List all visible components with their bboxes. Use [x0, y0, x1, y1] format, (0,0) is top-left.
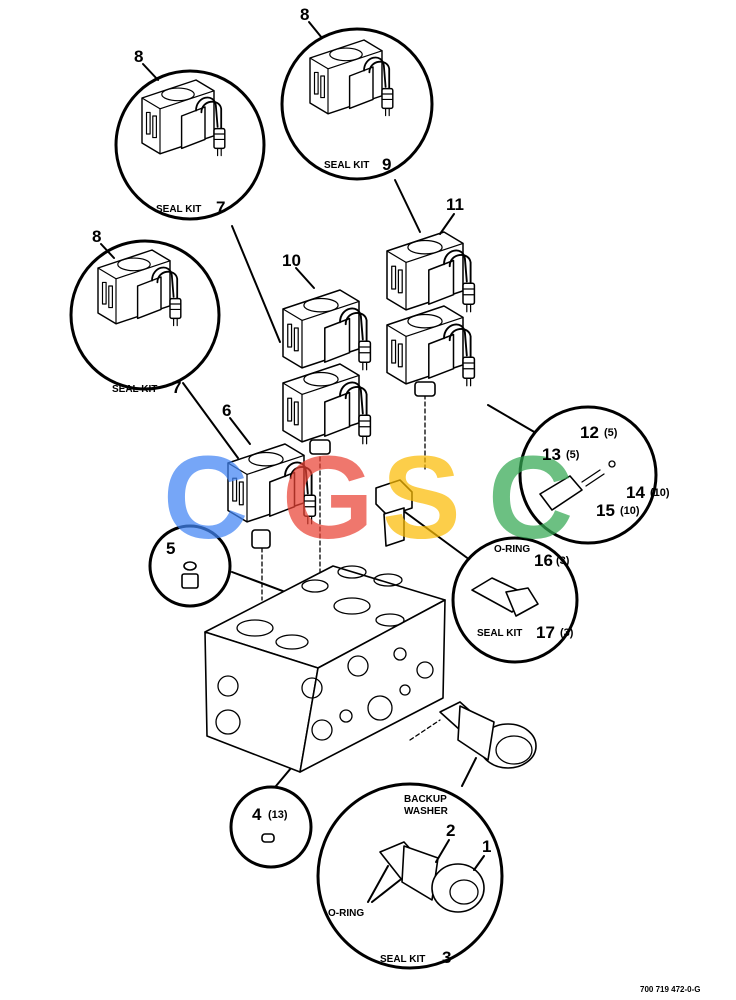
watermark-letter-2: G [282, 432, 374, 564]
callout-16-qty: (3) [556, 555, 570, 567]
callout-13-qty: (5) [566, 449, 580, 461]
callout-11: 11 [446, 195, 464, 214]
callout-4-qty: (13) [268, 809, 288, 821]
seal-kit-7-mid-label: SEAL KIT [112, 384, 157, 395]
callout-12: 12 [580, 423, 599, 442]
detail-seal-kit-3 [316, 782, 504, 970]
callout-14-qty: (10) [650, 487, 670, 499]
seal-kit-9-number: 9 [382, 155, 391, 174]
callout-labels: 8 8 8 10 11 6 5 12 (5) 13 (5) 14 (10) 15… [92, 5, 701, 994]
detail-item-5 [148, 524, 232, 608]
callout-15: 15 [596, 501, 615, 520]
callout-2: 2 [446, 821, 455, 840]
seal-kit-7-mid-number: 7 [172, 378, 181, 397]
label-backup: BACKUP [404, 794, 447, 805]
callout-8-top-left: 8 [134, 47, 143, 66]
watermark-letter-3: S [382, 432, 461, 564]
detail-seal-kit-17 [451, 536, 579, 664]
cartridge-valve-16 [375, 479, 413, 547]
callout-10: 10 [282, 251, 301, 270]
solenoid-valve-10 [282, 289, 372, 455]
label-o-ring-bottom: O-RING [328, 908, 364, 919]
seal-kit-17-number: 17 [536, 623, 555, 642]
seal-kit-17-label: SEAL KIT [477, 628, 522, 639]
detail-seal-kit-7-mid [69, 239, 221, 391]
seal-kit-7-top-number: 7 [216, 198, 225, 217]
callout-13: 13 [542, 445, 561, 464]
solenoid-valve-11 [386, 231, 476, 397]
watermark-letter-4: C [488, 432, 573, 564]
callout-8-mid: 8 [92, 227, 101, 246]
watermark: C G S C [163, 432, 573, 564]
callout-4: 4 [252, 805, 262, 824]
relief-valve-1 [439, 701, 537, 769]
solenoid-valve-6 [227, 443, 317, 549]
callout-6: 6 [222, 401, 231, 420]
callout-1: 1 [482, 837, 491, 856]
detail-seal-kit-7-top [114, 69, 266, 221]
seal-kit-7-top-label: SEAL KIT [156, 204, 201, 215]
callout-15-qty: (10) [620, 505, 640, 517]
callout-16: 16 [534, 551, 553, 570]
seal-kit-3-number: 3 [442, 948, 451, 967]
label-washer: WASHER [404, 806, 449, 817]
callout-14: 14 [626, 483, 645, 502]
seal-kit-3-label: SEAL KIT [380, 954, 425, 965]
detail-item-4 [229, 785, 313, 869]
detail-seal-kit-9 [280, 27, 434, 181]
watermark-letter-1: C [163, 432, 248, 564]
callout-17-qty: (3) [560, 627, 574, 639]
seal-kit-9-label: SEAL KIT [324, 160, 369, 171]
callout-12-qty: (5) [604, 427, 618, 439]
figure-code: 700 719 472-0-G [640, 985, 701, 994]
manifold-block [204, 565, 446, 773]
detail-connector-items [518, 405, 658, 545]
callout-8-top-right: 8 [300, 5, 309, 24]
leader-lines [182, 179, 549, 787]
label-o-ring-right: O-RING [494, 544, 530, 555]
callout-5: 5 [166, 539, 175, 558]
